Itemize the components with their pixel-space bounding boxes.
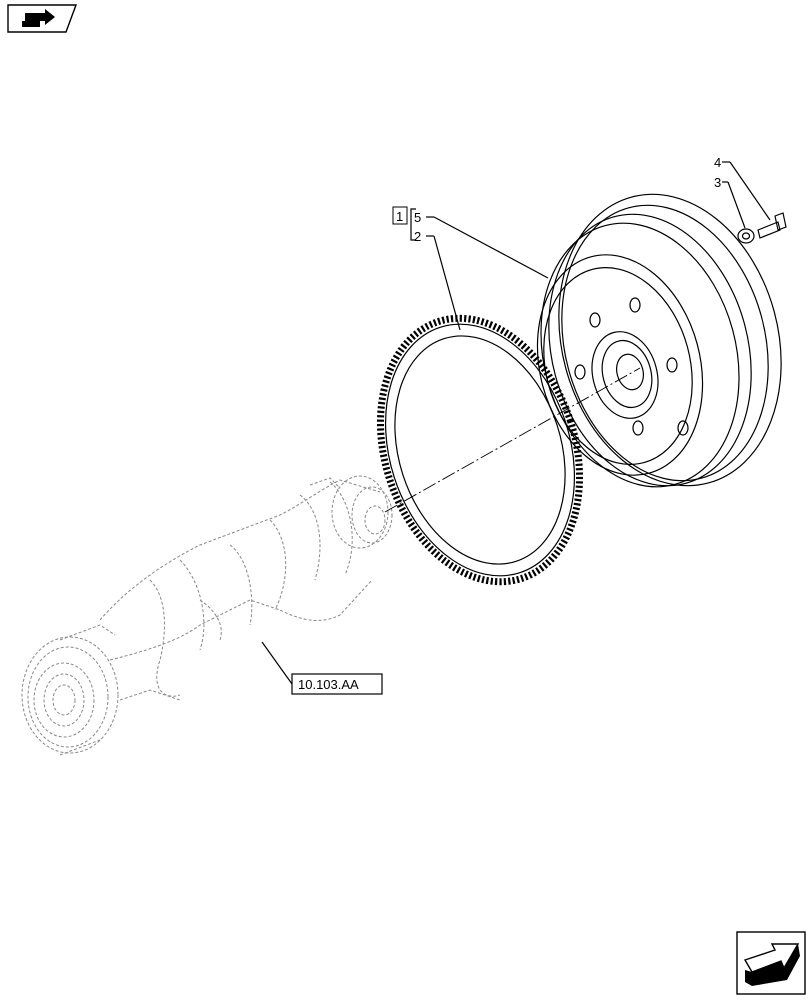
crankshaft-ref-box[interactable]: 10.103.AA — [291, 673, 383, 695]
center-axis-line — [384, 367, 641, 513]
crankshaft-ref-label[interactable]: 10.103.AA — [298, 677, 359, 692]
callout-1: 1 — [396, 209, 403, 224]
callout-3: 3 — [714, 175, 721, 190]
callout-1-box: 1 — [392, 206, 408, 225]
book-arrow-icon[interactable] — [7, 4, 78, 33]
washer-drawing — [737, 228, 755, 244]
crankshaft-drawing — [21, 475, 393, 756]
flywheel-drawing — [536, 193, 782, 488]
next-page-arrow-icon[interactable] — [736, 931, 806, 995]
bolt-drawing — [757, 212, 787, 239]
leader-lines — [261, 161, 771, 685]
callout-5: 5 — [414, 210, 421, 225]
callout-4: 4 — [714, 155, 721, 170]
callout-2: 2 — [414, 229, 421, 244]
ring-gear-drawing — [376, 314, 584, 586]
